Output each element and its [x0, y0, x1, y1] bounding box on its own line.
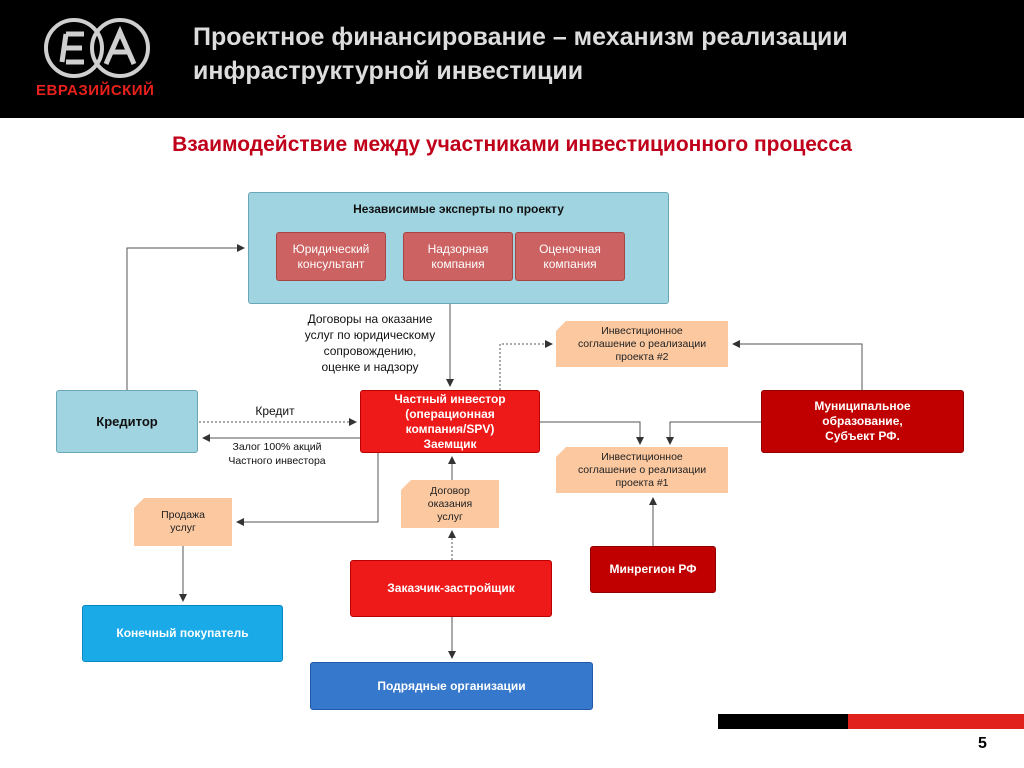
slide-subtitle: Взаимодействие между участниками инвести… [172, 133, 852, 156]
credit-label: Кредит [255, 404, 295, 418]
contracts-note: Договоры на оказание услуг по юридическо… [304, 312, 436, 374]
page-title: Проектное финансирование – механизм реал… [193, 23, 848, 85]
creditor-box: Кредитор [56, 390, 198, 453]
contractors-box: Подрядные организации [310, 662, 593, 710]
experts-title: Независимые эксперты по проекту [353, 202, 564, 216]
page-number: 5 [978, 735, 987, 752]
logo-text: ЕВРАЗИЙСКИЙ [36, 82, 155, 99]
pledge-label: Залог 100% акций Частного инвестора [228, 441, 326, 467]
footer-bar-red [848, 714, 1024, 729]
end-buyer-box: Конечный покупатель [82, 605, 283, 662]
municipal-box: Муниципальное образование, Субъект РФ. [761, 390, 964, 453]
minregion-box: Минрегион РФ [590, 546, 716, 593]
header-bar [0, 0, 1024, 118]
footer-bar-black [718, 714, 848, 729]
logo-icon [44, 18, 150, 78]
investor-box: Частный инвестор (операционная компания/… [360, 390, 540, 453]
customer-developer-box: Заказчик-застройщик [350, 560, 552, 617]
